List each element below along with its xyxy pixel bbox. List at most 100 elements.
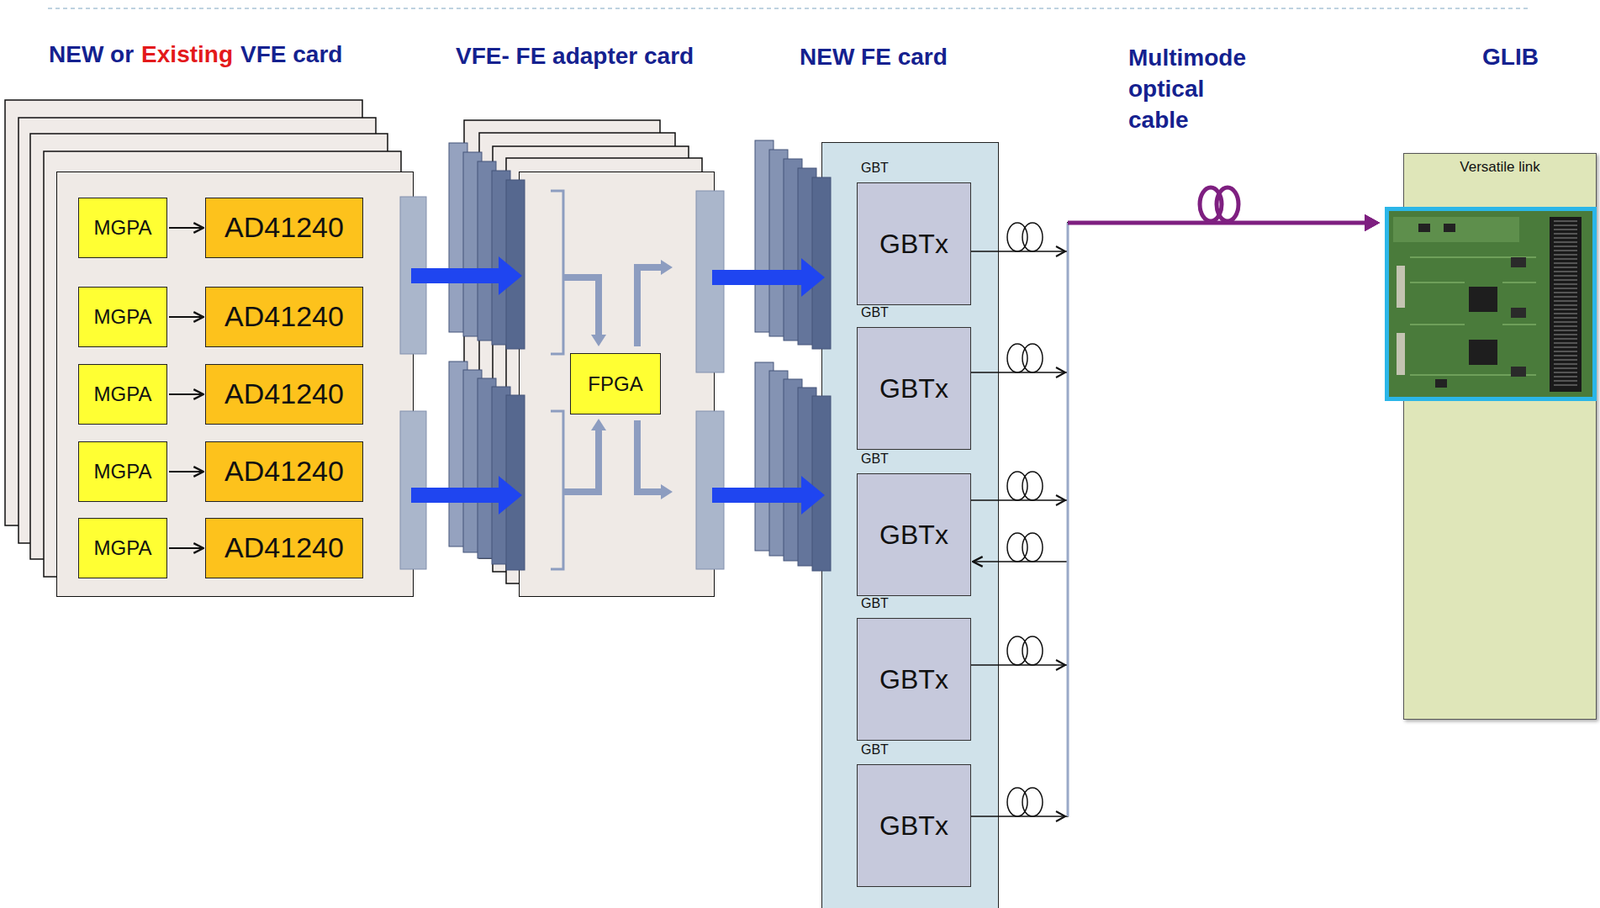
node-text: AD41240 <box>224 454 344 488</box>
node-text: GBTx <box>879 519 949 551</box>
flow-arrow <box>563 277 599 335</box>
node-text: GBTx <box>879 228 949 260</box>
signal-arrow <box>168 547 204 550</box>
signal-arrow <box>168 393 204 396</box>
board-connector <box>1549 216 1582 392</box>
pcb-chip <box>1468 286 1498 312</box>
bracket <box>550 190 564 354</box>
node-text: Existing <box>141 41 233 69</box>
node-text: AD41240 <box>224 300 344 333</box>
pcb-part <box>1510 257 1527 268</box>
top-rule <box>47 7 1531 10</box>
heading-text: NEW FE card <box>799 43 948 71</box>
bus-arrow-head <box>1056 495 1066 506</box>
fibre-coil <box>1022 636 1043 666</box>
optical-bus <box>1066 222 1070 817</box>
preamp-box: MGPA <box>78 286 168 348</box>
pcb <box>1388 211 1593 397</box>
bus-arrow <box>712 269 802 286</box>
pcb-part <box>1510 307 1527 318</box>
gbtx-chip: GBTGBTx <box>856 473 972 597</box>
node-text: GBTx <box>879 810 949 842</box>
cable-coil <box>1216 187 1239 222</box>
fibre-coil <box>1022 222 1043 252</box>
bus-arrow-head <box>1056 246 1066 257</box>
signal-arrow <box>168 316 204 318</box>
connector-stack <box>812 396 831 571</box>
fibre-coil <box>1022 343 1043 373</box>
gbtx-chip: GBTGBTx <box>856 182 972 306</box>
bus-arrow <box>712 487 802 503</box>
pcb-part <box>1510 366 1527 377</box>
heading-text: GBT <box>860 305 889 321</box>
connector-pins <box>1553 220 1578 389</box>
vfe-card: MGPAAD41240MGPAAD41240MGPAAD41240MGPAAD4… <box>56 171 414 597</box>
node-text: AD41240 <box>224 531 344 565</box>
photo-frame <box>1384 206 1597 402</box>
pcb-area <box>1393 216 1520 243</box>
node-text: MGPA <box>94 305 153 329</box>
optical-link <box>972 222 1365 562</box>
pcb-part <box>1418 223 1431 233</box>
fibre-coil <box>1022 787 1043 817</box>
gbtx-chip: GBTGBTx <box>856 327 972 450</box>
heading-text: GBT <box>860 160 889 176</box>
preamp-box: MGPA <box>78 517 168 579</box>
flow-arrow <box>637 420 661 492</box>
connector-stack <box>506 179 525 349</box>
fe-card: GBTGBTxGBTGBTxGBTGBTxGBTGBTxGBTGBTxNEW F… <box>821 142 999 908</box>
bus-arrow <box>411 487 499 503</box>
heading-text: VFE- FE adapter card <box>455 42 694 70</box>
preamp-box: MGPA <box>78 441 168 502</box>
adc-box: AD41240 <box>205 197 364 259</box>
pcb-connector <box>1396 332 1405 375</box>
bus-arrow-head <box>1056 367 1066 378</box>
signal-arrow <box>168 227 204 229</box>
gbtx-chip: GBTGBTx <box>856 617 972 741</box>
optical-link <box>971 222 1365 252</box>
fibre-coil <box>1007 533 1028 562</box>
adapter-card: FPGAVFE- FE adapter card <box>518 171 715 597</box>
pcb-connector <box>1396 265 1405 308</box>
node-text: AD41240 <box>224 211 344 244</box>
heading-text: GBT <box>860 596 889 612</box>
fibre-coil <box>1007 636 1028 666</box>
optical-link <box>971 222 1365 501</box>
node-text: GBTx <box>879 664 949 696</box>
pcb-part <box>1435 379 1447 388</box>
flow-arrow <box>637 267 661 347</box>
pcb-trace <box>1409 257 1537 375</box>
adc-box: AD41240 <box>205 517 364 579</box>
heading-text: GBT <box>860 742 889 758</box>
bus-arrow <box>411 268 499 284</box>
bus-arrow-head <box>1056 811 1066 822</box>
node-text: MGPA <box>94 382 153 407</box>
preamp-box: MGPA <box>78 197 168 259</box>
node-text: AD41240 <box>224 377 344 411</box>
connector-stack <box>506 395 525 571</box>
preamp-box: MGPA <box>78 364 168 425</box>
heading-group: NEW orExistingVFE card <box>48 41 343 69</box>
cable-label: Multimode optical cable <box>1128 42 1263 136</box>
board-photo <box>1384 206 1597 402</box>
fibre-coil <box>1022 471 1043 501</box>
stacked-card <box>30 133 388 560</box>
heading-text: GBT <box>860 451 889 467</box>
adc-box: AD41240 <box>205 441 364 502</box>
node-text: FPGA <box>587 372 643 397</box>
pcb-part <box>1443 223 1456 233</box>
adc-box: AD41240 <box>205 286 364 348</box>
fpga-box: FPGA <box>570 353 661 415</box>
fibre-coil <box>1007 787 1028 817</box>
node-text: MGPA <box>94 459 153 484</box>
bracket <box>550 411 564 570</box>
heading-text: GLIB <box>1482 43 1539 71</box>
fibre-coil <box>1007 343 1028 373</box>
optical-link <box>971 222 1365 817</box>
optical-link <box>971 222 1365 666</box>
optical-cable <box>1067 221 1366 226</box>
node-text: MGPA <box>94 216 153 240</box>
fibre-coil <box>1022 533 1043 562</box>
